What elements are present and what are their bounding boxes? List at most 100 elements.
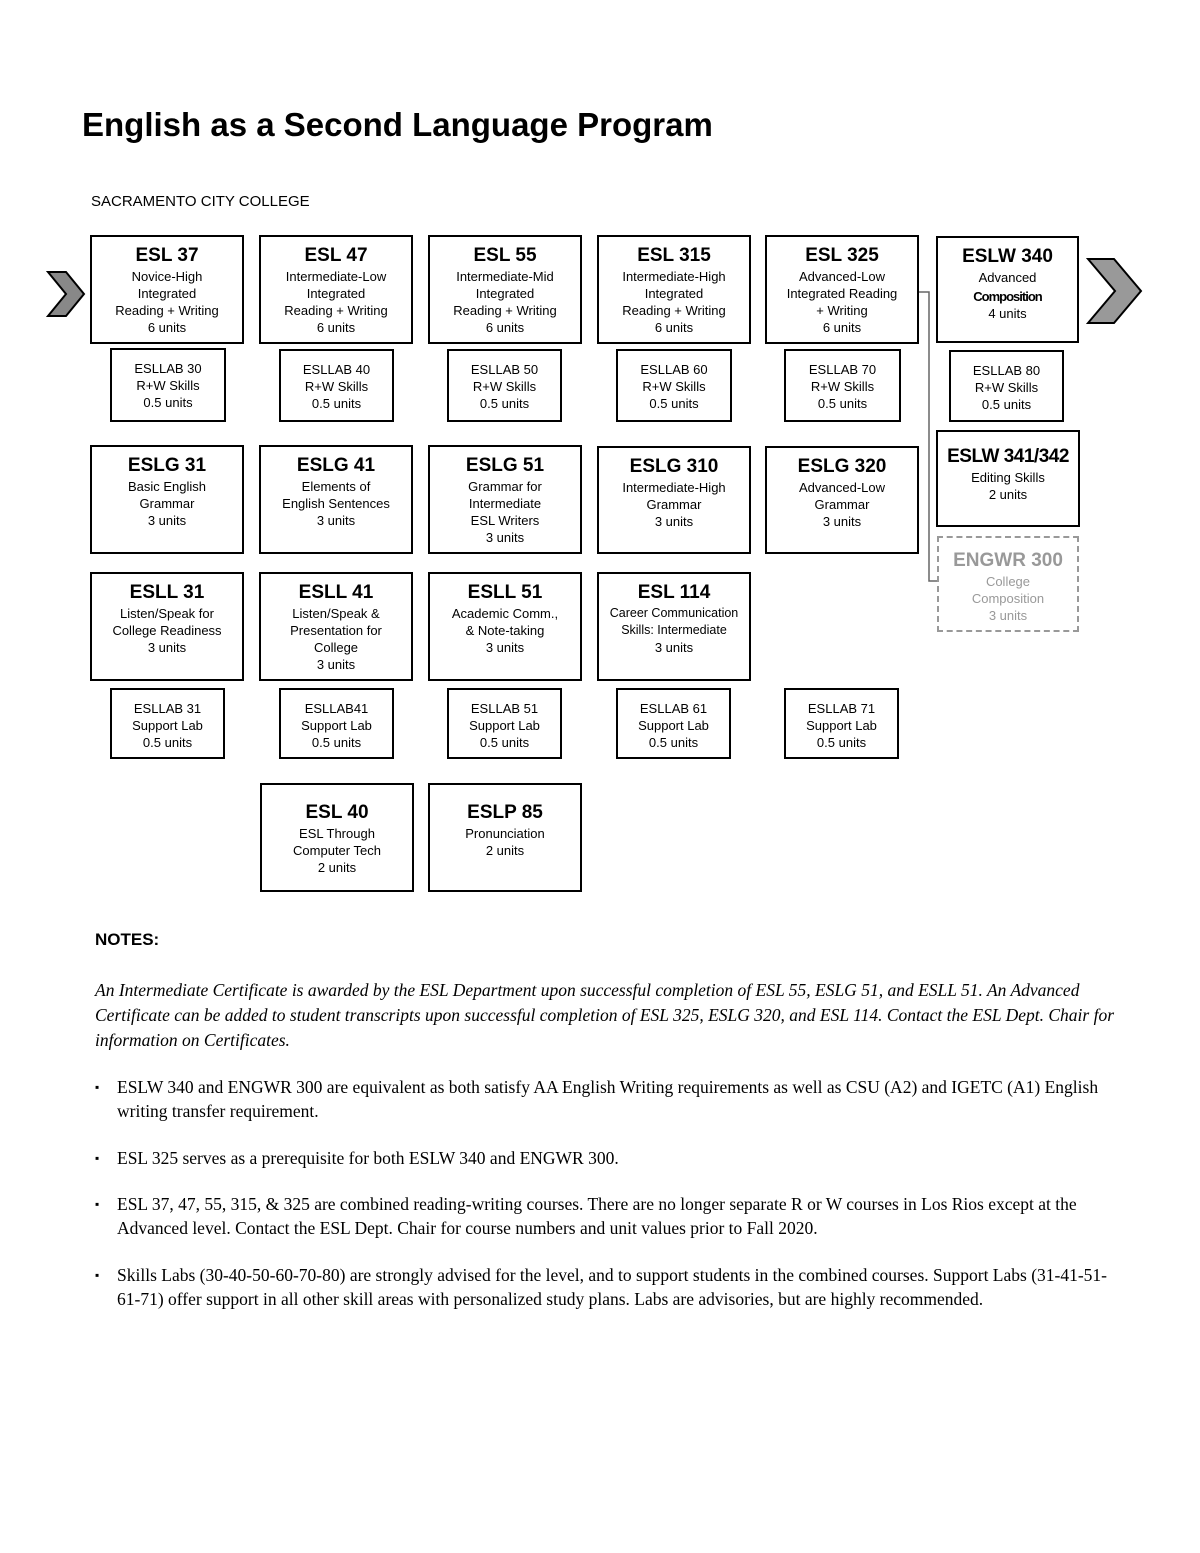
course-description: Elements of English Sentences bbox=[282, 479, 390, 511]
course-code: ESLG 51 bbox=[465, 455, 545, 476]
note-bullet: ▪ ESLW 340 and ENGWR 300 are equivalent … bbox=[95, 1075, 1125, 1123]
lab-code: ESLLAB 80 bbox=[972, 363, 1041, 378]
course-description: College Composition bbox=[971, 574, 1045, 606]
lab-description: Support Lab bbox=[469, 718, 540, 733]
course-esl-37: ESL 37 Novice-High Integrated Reading + … bbox=[90, 235, 244, 344]
course-units: 3 units bbox=[316, 657, 356, 672]
course-eslp-85: ESLP 85 Pronunciation 2 units bbox=[428, 783, 582, 892]
course-code: ESLG 310 bbox=[629, 456, 719, 477]
lab-esllab-40: ESLLAB 40 R+W Skills 0.5 units bbox=[279, 349, 394, 422]
lab-code: ESLLAB 31 bbox=[133, 701, 202, 716]
course-code: ESL 325 bbox=[805, 245, 879, 266]
lab-esllab-61: ESLLAB 61 Support Lab 0.5 units bbox=[616, 688, 731, 759]
course-code: ESLW 341/342 bbox=[947, 446, 1069, 467]
lab-esllab-80: ESLLAB 80 R+W Skills 0.5 units bbox=[949, 350, 1064, 422]
course-description: Advanced-Low Integrated Reading + Writin… bbox=[786, 269, 898, 318]
lab-description: R+W Skills bbox=[642, 379, 706, 394]
lab-units: 0.5 units bbox=[981, 397, 1032, 412]
lab-description: R+W Skills bbox=[810, 379, 875, 394]
lab-units: 0.5 units bbox=[311, 396, 362, 411]
course-description: Novice-High Integrated Reading + Writing bbox=[115, 269, 219, 318]
lab-esllab-70: ESLLAB 70 R+W Skills 0.5 units bbox=[784, 349, 901, 422]
course-description: Intermediate-Low Integrated Reading + Wr… bbox=[284, 269, 388, 318]
course-code: ESLG 320 bbox=[797, 456, 887, 477]
course-code: ESLP 85 bbox=[467, 802, 543, 823]
course-units: 3 units bbox=[988, 608, 1028, 623]
course-units: 6 units bbox=[822, 320, 862, 335]
lab-units: 0.5 units bbox=[143, 395, 193, 410]
course-esl-114: ESL 114 Career Communication Skills: Int… bbox=[597, 572, 751, 681]
course-eslw-341-342: ESLW 341/342 Editing Skills 2 units bbox=[936, 430, 1080, 527]
chevron-right-icon bbox=[1086, 258, 1143, 324]
course-code: ESLG 31 bbox=[127, 455, 207, 476]
course-eslg-41: ESLG 41 Elements of English Sentences 3 … bbox=[259, 445, 413, 554]
course-esll-41: ESLL 41 Listen/Speak & Presentation for … bbox=[259, 572, 413, 681]
lab-description: Support Lab bbox=[638, 718, 709, 733]
chevron-right-icon bbox=[46, 271, 86, 317]
course-code: ESL 40 bbox=[305, 802, 369, 823]
bullet-icon: ▪ bbox=[95, 1268, 100, 1282]
lab-code: ESLLAB 60 bbox=[640, 362, 708, 377]
lab-code: ESLLAB 71 bbox=[807, 701, 876, 716]
lab-esllab-50: ESLLAB 50 R+W Skills 0.5 units bbox=[447, 349, 562, 422]
lab-esllab-60: ESLLAB 60 R+W Skills 0.5 units bbox=[616, 349, 732, 422]
course-description: ESL Through Computer Tech bbox=[293, 826, 381, 858]
lab-description: Support Lab bbox=[132, 718, 203, 733]
course-description: Listen/Speak for College Readiness bbox=[112, 606, 222, 638]
course-units: 6 units bbox=[485, 320, 525, 335]
course-description: Advanced bbox=[978, 270, 1037, 285]
note-text: ESLW 340 and ENGWR 300 are equivalent as… bbox=[117, 1077, 1099, 1121]
lab-description: R+W Skills bbox=[472, 379, 537, 394]
lab-esllab-71: ESLLAB 71 Support Lab 0.5 units bbox=[784, 688, 899, 759]
course-code: ESLL 31 bbox=[129, 582, 205, 603]
prerequisite-connector bbox=[919, 291, 938, 582]
course-code: ENGWR 300 bbox=[953, 550, 1063, 571]
course-units: 6 units bbox=[654, 320, 694, 335]
lab-esllab-51: ESLLAB 51 Support Lab 0.5 units bbox=[447, 688, 562, 759]
course-eslw-340: ESLW 340 Advanced Composition 4 units bbox=[936, 236, 1079, 343]
course-code: ESL 37 bbox=[135, 245, 199, 266]
note-bullet: ▪ Skills Labs (30-40-50-60-70-80) are st… bbox=[95, 1263, 1125, 1311]
course-units: 2 units bbox=[485, 843, 525, 858]
lab-code: ESLLAB 40 bbox=[302, 362, 371, 377]
lab-code: ESLLAB 61 bbox=[639, 701, 708, 716]
course-description: Editing Skills bbox=[971, 470, 1045, 485]
course-units: 6 units bbox=[316, 320, 356, 335]
lab-units: 0.5 units bbox=[648, 735, 699, 750]
lab-units: 0.5 units bbox=[479, 396, 530, 411]
bullet-icon: ▪ bbox=[95, 1151, 100, 1165]
note-text: ESL 325 serves as a prerequisite for bot… bbox=[117, 1148, 619, 1168]
course-eslg-31: ESLG 31 Basic English Grammar 3 units bbox=[90, 445, 244, 554]
course-eslg-310: ESLG 310 Intermediate-High Grammar 3 uni… bbox=[597, 446, 751, 554]
course-engwr-300: ENGWR 300 College Composition 3 units bbox=[937, 536, 1079, 632]
lab-units: 0.5 units bbox=[142, 735, 193, 750]
note-text: Skills Labs (30-40-50-60-70-80) are stro… bbox=[117, 1265, 1108, 1309]
course-esl-315: ESL 315 Intermediate-High Integrated Rea… bbox=[597, 235, 751, 344]
lab-units: 0.5 units bbox=[649, 396, 699, 411]
course-code: ESL 55 bbox=[473, 245, 537, 266]
course-esl-55: ESL 55 Intermediate-Mid Integrated Readi… bbox=[428, 235, 582, 344]
course-units: 3 units bbox=[485, 530, 525, 545]
course-description: Career Communication Skills: Intermediat… bbox=[609, 606, 739, 637]
course-units: 3 units bbox=[485, 640, 525, 655]
course-esl-325: ESL 325 Advanced-Low Integrated Reading … bbox=[765, 235, 919, 344]
lab-description: R+W Skills bbox=[136, 378, 200, 393]
lab-esllab-31: ESLLAB 31 Support Lab 0.5 units bbox=[110, 688, 225, 759]
note-bullet: ▪ ESL 325 serves as a prerequisite for b… bbox=[95, 1146, 1125, 1170]
course-code: ESLW 340 bbox=[962, 246, 1053, 267]
course-code: ESLG 41 bbox=[296, 455, 376, 476]
course-code: ESL 315 bbox=[637, 245, 711, 266]
course-eslg-320: ESLG 320 Advanced-Low Grammar 3 units bbox=[765, 446, 919, 554]
course-units: 2 units bbox=[988, 487, 1028, 502]
course-units: 3 units bbox=[147, 513, 187, 528]
course-description: Intermediate-Mid Integrated Reading + Wr… bbox=[453, 269, 557, 318]
course-esl-40: ESL 40 ESL Through Computer Tech 2 units bbox=[260, 783, 414, 892]
course-units: 3 units bbox=[147, 640, 187, 655]
course-description: Listen/Speak & Presentation for College bbox=[290, 606, 382, 655]
lab-units: 0.5 units bbox=[479, 735, 530, 750]
lab-esllab-30: ESLLAB 30 R+W Skills 0.5 units bbox=[110, 348, 226, 422]
course-description: Intermediate-High Grammar bbox=[622, 480, 726, 512]
page-title: English as a Second Language Program bbox=[82, 106, 713, 143]
course-esll-31: ESLL 31 Listen/Speak for College Readine… bbox=[90, 572, 244, 681]
lab-description: R+W Skills bbox=[974, 380, 1039, 395]
